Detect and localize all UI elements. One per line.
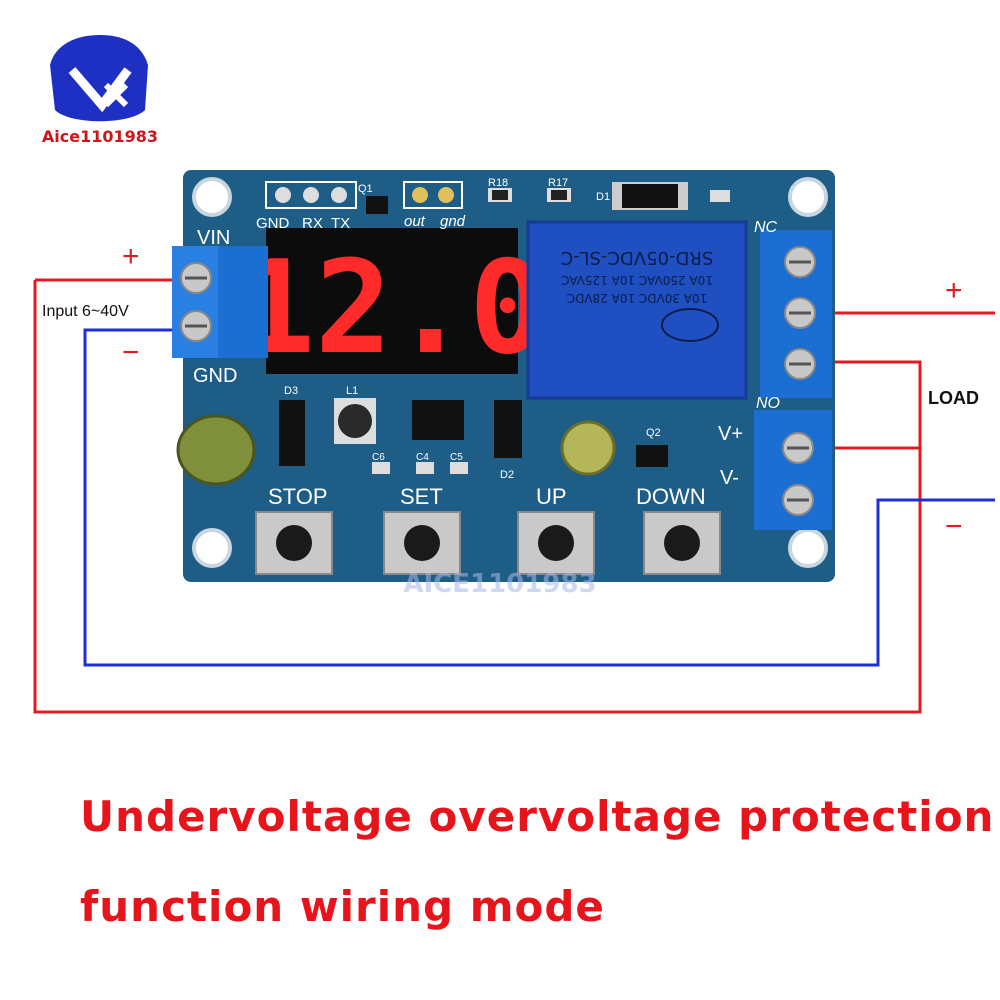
input-plus-sign: + bbox=[122, 240, 140, 273]
relay-rating-dc: 10A 30VDC 10A 28VDC bbox=[567, 291, 708, 305]
load-plus-sign: + bbox=[945, 274, 963, 307]
stop-button bbox=[255, 511, 333, 575]
button-label-stop: STOP bbox=[268, 484, 328, 509]
mount-hole bbox=[788, 177, 828, 217]
label-r17: R17 bbox=[548, 177, 568, 189]
button-label-up: UP bbox=[536, 484, 567, 509]
label-no: NO bbox=[756, 395, 780, 412]
relay-model: SRD-05VDC-SL-C bbox=[561, 247, 714, 268]
diode-d3 bbox=[279, 400, 305, 466]
label-d3: D3 bbox=[284, 385, 298, 397]
down-button bbox=[643, 511, 721, 575]
pin-label-gnd: GND bbox=[256, 215, 290, 232]
display-value: 12.0 bbox=[238, 234, 546, 383]
label-d2: D2 bbox=[500, 469, 514, 481]
label-gnd: GND bbox=[193, 365, 237, 387]
button-label-down: DOWN bbox=[636, 484, 706, 509]
brand-name: Aice1101983 bbox=[42, 127, 158, 146]
load-label: LOAD bbox=[928, 388, 979, 408]
seven-segment-display bbox=[266, 228, 518, 374]
pin-label-out-gnd: gnd bbox=[440, 213, 466, 230]
up-button bbox=[517, 511, 595, 575]
watermark: AICE1101983 bbox=[403, 569, 596, 599]
positive-wire bbox=[33, 280, 922, 714]
mount-hole bbox=[788, 528, 828, 568]
pin-label-tx: TX bbox=[331, 215, 350, 232]
load-minus-sign: − bbox=[945, 510, 963, 543]
mount-hole bbox=[192, 528, 232, 568]
label-vplus: V+ bbox=[718, 423, 743, 445]
input-voltage-label: Input 6~40V bbox=[42, 303, 129, 320]
label-c6: C6 bbox=[372, 452, 385, 463]
pin-label-rx: RX bbox=[302, 215, 323, 232]
label-c5: C5 bbox=[450, 452, 463, 463]
label-r18: R18 bbox=[488, 177, 508, 189]
caption-line-2: function wiring mode bbox=[80, 882, 605, 931]
button-label-set: SET bbox=[400, 484, 443, 509]
label-l1: L1 bbox=[346, 385, 358, 397]
negative-wire bbox=[83, 328, 995, 667]
buzzer bbox=[560, 420, 616, 476]
mount-hole bbox=[192, 177, 232, 217]
brand-logo: Aice1101983 bbox=[30, 30, 170, 150]
label-q1: Q1 bbox=[358, 183, 373, 195]
capacitor bbox=[176, 414, 256, 486]
caption-line-1: Undervoltage overvoltage protection bbox=[80, 792, 995, 841]
label-q2: Q2 bbox=[646, 427, 661, 439]
label-c4: C4 bbox=[416, 452, 429, 463]
load-jumper-wire bbox=[800, 360, 922, 448]
label-d1: D1 bbox=[596, 191, 610, 203]
relay-rating-ac: 10A 250VAC 10A 125VAC bbox=[561, 273, 713, 287]
diode-d2 bbox=[494, 400, 522, 458]
set-button bbox=[383, 511, 461, 575]
relay bbox=[526, 220, 748, 400]
label-nc: NC bbox=[754, 219, 778, 236]
ic-chip bbox=[412, 400, 464, 440]
label-vminus: V- bbox=[720, 467, 739, 489]
label-vin: VIN bbox=[197, 227, 230, 249]
input-minus-sign: − bbox=[122, 336, 140, 369]
pin-label-out: out bbox=[404, 213, 426, 230]
